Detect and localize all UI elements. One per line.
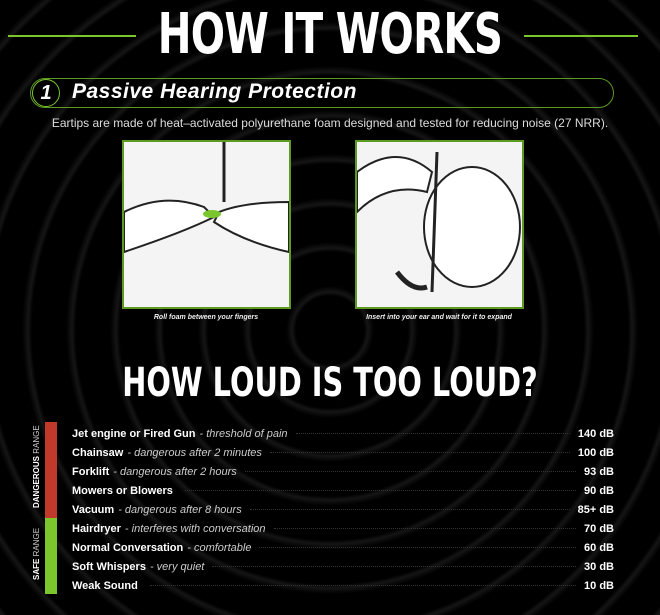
section-header-pill	[30, 78, 614, 108]
loudness-title: HOW LOUD IS TOO LOUD?	[122, 360, 538, 406]
roll-foam-illustration	[122, 140, 291, 309]
step-caption: Roll foam between your fingers	[153, 314, 259, 321]
decibel-value: 10 dB	[584, 579, 614, 592]
dangerous-range-label: DANGEROUS RANGE	[32, 425, 41, 508]
dot-leader	[244, 471, 577, 472]
section-description: Eartips are made of heat–activated polyu…	[51, 116, 609, 130]
loudness-row: Chainsaw- dangerous after 2 minutes 100 d…	[72, 443, 614, 462]
sound-source: Forklift	[72, 465, 110, 478]
loudness-row: Vacuum- dangerous after 8 hours 85+ dB	[72, 500, 614, 519]
loudness-row: Normal Conversation- comfortable 60 dB	[72, 538, 614, 557]
dot-leader	[149, 585, 577, 586]
step-caption: Insert into your ear and wait for it to …	[366, 314, 512, 321]
loudness-row: Mowers or Blowers 90 dB	[72, 481, 614, 500]
sound-note: - comfortable	[187, 541, 252, 554]
decibel-value: 85+ dB	[577, 503, 614, 516]
sound-source: Chainsaw	[72, 446, 124, 459]
loudness-row: Weak Sound 10 dB	[72, 576, 614, 595]
sound-note: - dangerous after 8 hours	[118, 503, 242, 516]
dot-leader	[212, 566, 577, 567]
dot-leader	[184, 490, 577, 491]
decibel-value: 93 dB	[584, 465, 614, 478]
sound-source: Jet engine or Fired Gun	[72, 427, 196, 440]
decibel-value: 90 dB	[584, 484, 614, 497]
decibel-value: 30 dB	[584, 560, 614, 573]
step-number: 1	[32, 79, 60, 107]
sound-source: Mowers or Blowers	[72, 484, 173, 497]
sound-note: - threshold of pain	[199, 427, 288, 440]
loudness-row: Jet engine or Fired Gun- threshold of pa…	[72, 424, 614, 443]
divider-left	[8, 35, 136, 37]
insert-earplug-illustration	[355, 140, 524, 309]
sound-note: - dangerous after 2 hours	[113, 465, 237, 478]
sound-source: Hairdryer	[72, 522, 121, 535]
dot-leader	[269, 452, 570, 453]
safe-range-bar	[45, 518, 57, 594]
loudness-row: Soft Whispers- very quiet 30 dB	[72, 557, 614, 576]
sound-note: - dangerous after 2 minutes	[127, 446, 262, 459]
decibel-value: 140 dB	[577, 427, 614, 440]
safe-range-label: SAFE RANGE	[32, 527, 41, 580]
loudness-row: Forklift- dangerous after 2 hours 93 dB	[72, 462, 614, 481]
section-title: Passive Hearing Protection	[72, 80, 357, 103]
decibel-value: 60 dB	[584, 541, 614, 554]
page-title: HOW IT WORKS	[157, 2, 503, 67]
decibel-value: 100 dB	[577, 446, 614, 459]
decibel-value: 70 dB	[584, 522, 614, 535]
sound-source: Weak Sound	[72, 579, 138, 592]
dangerous-range-bar	[45, 422, 57, 518]
dot-leader	[259, 547, 577, 548]
sound-note: - very quiet	[149, 560, 205, 573]
divider-right	[524, 35, 638, 37]
sound-source: Normal Conversation	[72, 541, 184, 554]
sound-source: Vacuum	[72, 503, 115, 516]
dot-leader	[249, 509, 570, 510]
sound-note: - interferes with conversation	[124, 522, 266, 535]
dot-leader	[295, 433, 570, 434]
dot-leader	[273, 528, 577, 529]
loudness-row: Hairdryer- interferes with conversation 7…	[72, 519, 614, 538]
sound-source: Soft Whispers	[72, 560, 146, 573]
